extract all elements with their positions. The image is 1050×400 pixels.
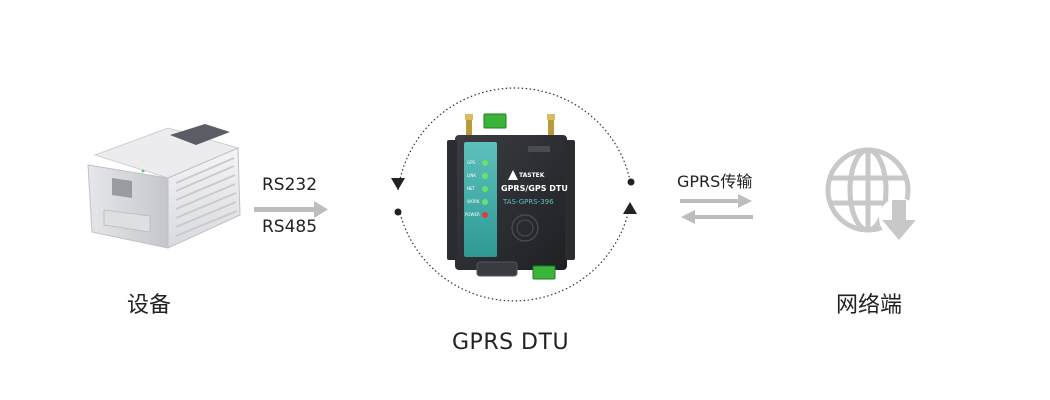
- dtu-device-image: [447, 113, 575, 280]
- cycle-arrowhead-right: [623, 202, 637, 214]
- gprs-transfer-label: GPRS传输: [677, 172, 753, 191]
- plc-device-image: [87, 124, 241, 249]
- dtu-title-text: GPRS/GPS DTU: [501, 184, 568, 193]
- rs485-label: RS485: [262, 217, 318, 237]
- dtu-led-power: POWER: [465, 212, 480, 217]
- cycle-dot-right: [627, 178, 635, 186]
- download-arrow-icon: [879, 198, 919, 240]
- dtu-label: GPRS DTU: [452, 330, 570, 355]
- cycle-indicator: [397, 87, 631, 302]
- device-label: 设备: [127, 293, 172, 318]
- rs-arrow: [254, 201, 328, 218]
- network-label: 网络端: [836, 293, 903, 318]
- dtu-led-work: WORK: [467, 199, 480, 204]
- dtu-brand-text: TASTEK: [519, 172, 545, 179]
- cycle-arrowhead-left: [391, 178, 405, 190]
- cycle-dot-left: [394, 208, 402, 216]
- dtu-model-text: TAS-GPRS-396: [503, 198, 554, 206]
- gprs-transfer-arrows: [680, 194, 753, 224]
- dtu-led-link: LINK: [467, 173, 477, 178]
- dtu-led-net: NET: [467, 186, 475, 191]
- globe-download-icon: [825, 147, 911, 233]
- dtu-led-gps: GPS: [467, 160, 476, 165]
- rs232-label: RS232: [262, 175, 318, 195]
